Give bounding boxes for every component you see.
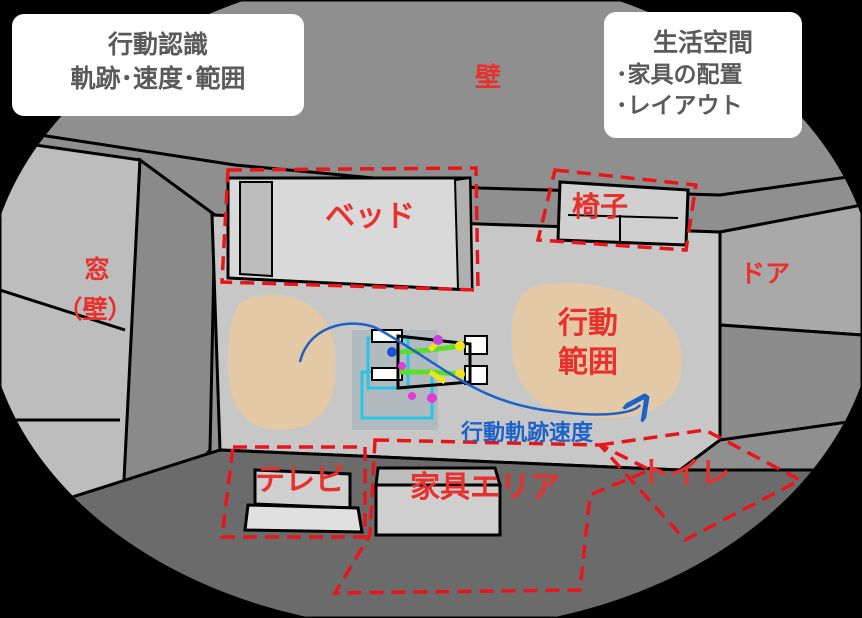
window-label-line1: 窓 <box>84 255 109 284</box>
window-divider <box>0 288 126 422</box>
info-box-living-space-item1: ･家具の配置 <box>616 62 743 88</box>
door-label: ドア <box>740 259 790 288</box>
bed-label: ベッド <box>325 199 415 234</box>
furniture-area-label: 家具エリア <box>410 470 560 505</box>
action-range-blob-left <box>227 294 336 430</box>
toilet-zone-outline <box>596 428 804 543</box>
wheelchair-detection <box>352 329 488 430</box>
tv <box>243 468 364 534</box>
window-label-line2: （壁） <box>57 295 132 324</box>
trajectory-speed-label: 行動軌跡速度 <box>460 420 594 446</box>
door-panel-lower <box>718 323 862 442</box>
info-box-action-recognition-line1: 行動認識 <box>107 30 208 59</box>
tv-zone-outline <box>220 445 367 539</box>
tv-label: テレビ <box>255 463 345 498</box>
chair-label: 椅子 <box>572 190 628 223</box>
info-box-action-recognition: 行動認識 軌跡･速度･範囲 <box>12 14 304 116</box>
furniture-cabinet <box>374 466 503 537</box>
trajectory-arrow <box>298 322 640 415</box>
chair-zone-outline <box>535 168 699 252</box>
action-range-label-line2: 範囲 <box>558 345 618 380</box>
info-box-living-space: 生活空間 ･家具の配置 ･レイアウト <box>604 12 802 138</box>
bed-zone-outline <box>220 166 480 292</box>
toilet-label: トイレ <box>640 456 730 491</box>
wall-label: 壁 <box>475 62 501 93</box>
info-box-living-space-item2: ･レイアウト <box>616 93 743 119</box>
chair <box>556 180 690 247</box>
action-range-blob-right <box>511 283 682 419</box>
info-box-action-recognition-line2: 軌跡･速度･範囲 <box>70 64 246 93</box>
info-box-living-space-title: 生活空間 <box>652 28 753 57</box>
bed <box>226 176 474 292</box>
action-range-label-line1: 行動 <box>557 306 618 341</box>
